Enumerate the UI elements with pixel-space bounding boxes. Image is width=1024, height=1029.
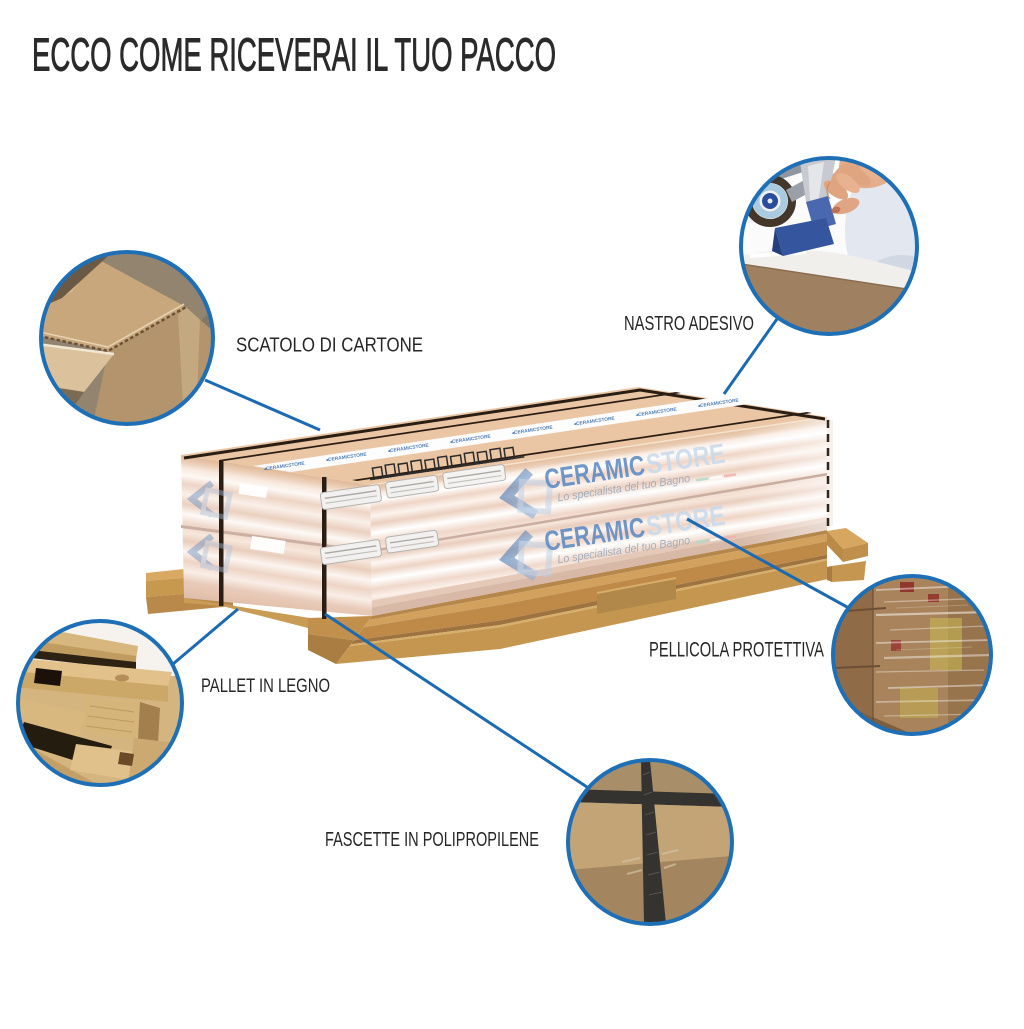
svg-text:PALLET IN LEGNO: PALLET IN LEGNO [201,675,330,697]
svg-text:NASTRO ADESIVO: NASTRO ADESIVO [624,312,754,335]
svg-text:PELLICOLA PROTETTIVA: PELLICOLA PROTETTIVA [649,639,824,662]
svg-text:FASCETTE IN POLIPROPILENE: FASCETTE IN POLIPROPILENE [325,829,539,851]
svg-text:ECCO COME RICEVERAI IL TUO PAC: ECCO COME RICEVERAI IL TUO PACCO [32,29,556,81]
svg-text:SCATOLO DI CARTONE: SCATOLO DI CARTONE [236,334,423,357]
